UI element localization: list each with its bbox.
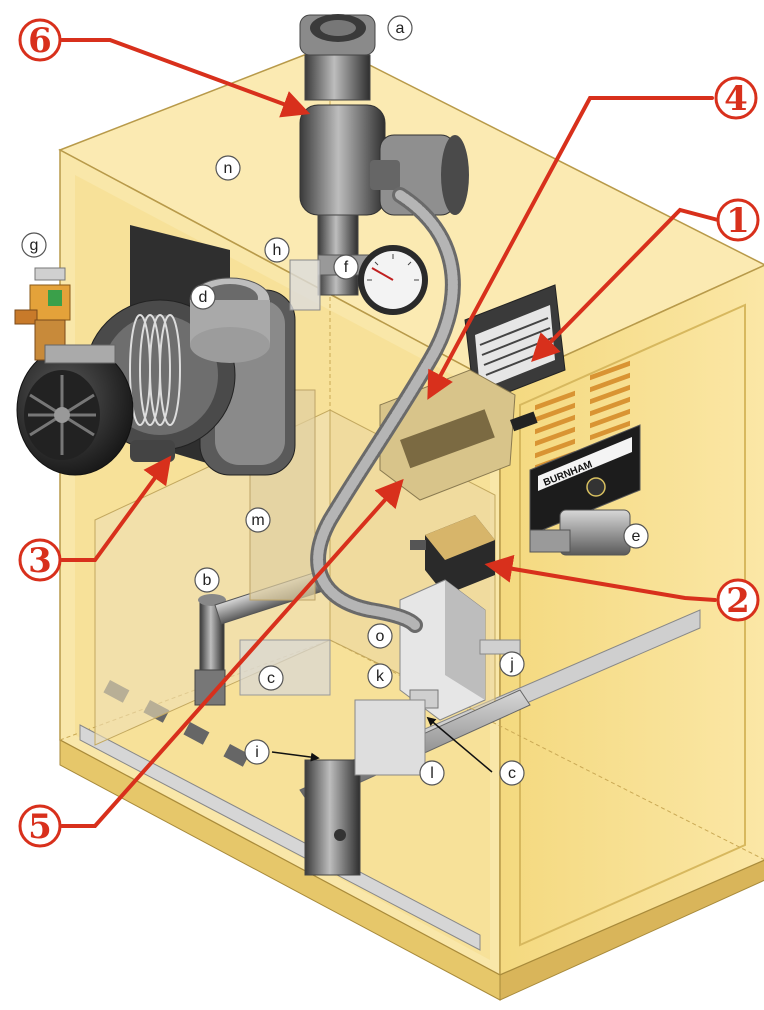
letter-l: l [419,760,445,786]
control-board-1 [464,284,566,406]
letter-d-text: d [199,289,208,306]
letter-callouts: a n g h f d e m [21,15,649,786]
letter-f: f [333,254,359,280]
letter-a: a [387,15,413,41]
letter-c-left-text: c [267,670,275,687]
letter-c-left: c [258,665,284,691]
letter-c-right-text: c [508,765,516,782]
callout-4-label: 4 [724,79,748,119]
callout-1-label: 1 [726,201,750,241]
flexible-conduit [310,187,461,633]
leader-4 [427,96,714,400]
letter-e-text: e [632,528,641,545]
inducer-housing [399,579,521,721]
letter-b-text: b [203,572,212,589]
callout-6: 6 [18,18,62,62]
callout-2-label: 2 [726,581,750,621]
letter-m: m [245,507,271,533]
letter-m-text: m [251,512,264,529]
callout-4: 4 [714,76,758,120]
leader-1 [531,207,720,363]
callout-6-label: 6 [28,21,52,61]
nameplate: BURNHAM [529,424,641,536]
burner-assembly [16,277,296,476]
letter-g: g [21,232,47,258]
callout-leaders [60,38,720,828]
leader-2 [484,554,717,602]
callout-1: 1 [716,198,760,242]
letter-n-text: n [224,160,233,177]
letter-e: e [623,523,649,549]
gas-valve [529,509,631,556]
letter-h-text: h [273,242,282,259]
letter-d: d [190,284,216,310]
letter-b: b [194,567,220,593]
number-callouts: 1 2 3 4 5 6 [18,18,760,848]
letter-h: h [264,237,290,263]
letter-a-text: a [396,20,405,37]
letter-i: i [244,739,270,765]
letter-n: n [215,155,241,181]
callout-2: 2 [716,578,760,622]
pointer-arrows [271,716,493,773]
callout-3-label: 3 [28,541,52,581]
letter-i-text: i [255,744,259,761]
letter-j: j [499,651,525,677]
letter-k-text: k [376,668,385,685]
leader-5 [60,478,404,828]
control-panel-4 [379,369,538,501]
callout-5-label: 5 [28,807,52,847]
callout-3: 3 [18,538,62,582]
letter-f-text: f [344,259,349,276]
leader-6 [60,38,311,118]
leader-3 [60,455,172,562]
callout-5: 5 [18,804,62,848]
letter-o: o [367,623,393,649]
letter-c-right: c [499,760,525,786]
letter-l-text: l [430,765,434,782]
gas-cock [14,267,116,364]
letter-k: k [367,663,393,689]
letter-g-text: g [30,237,39,254]
transformer [410,515,495,595]
manifold-pipe [299,689,531,876]
letter-o-text: o [376,628,385,645]
letter-j-text: j [509,656,514,673]
